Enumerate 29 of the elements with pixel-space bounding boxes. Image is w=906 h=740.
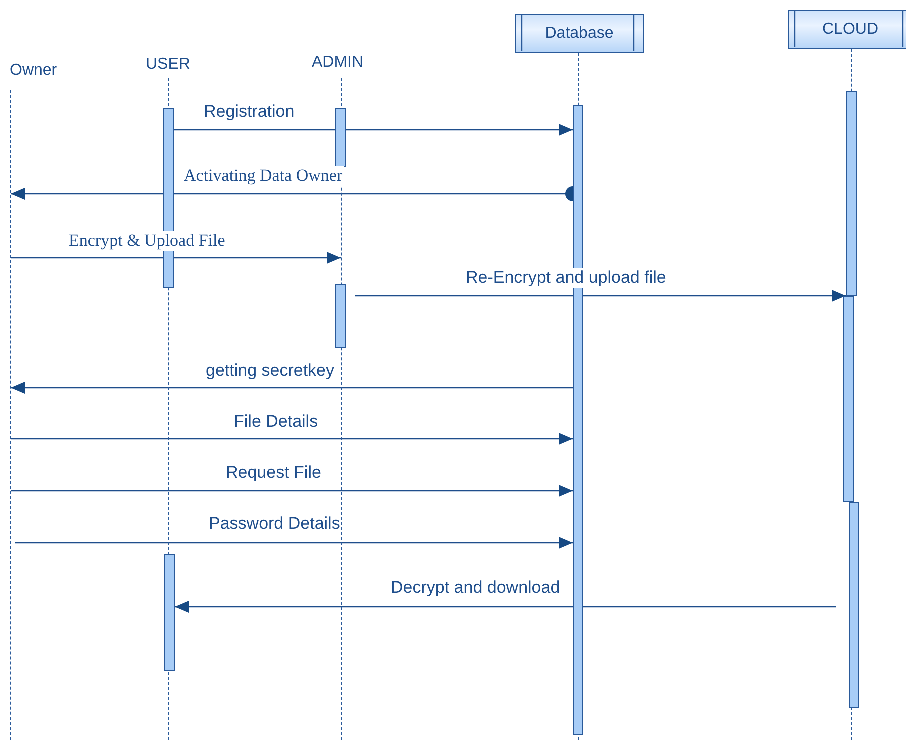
participant-label: USER — [146, 56, 190, 74]
participant-box — [788, 10, 906, 49]
message-arrow — [15, 537, 573, 549]
message-arrow — [11, 485, 573, 497]
participant-label: ADMIN — [312, 54, 364, 72]
message-arrow — [175, 601, 836, 613]
message-label: Registration — [203, 102, 296, 122]
activation-bar — [849, 502, 859, 708]
message-label: Decrypt and download — [390, 578, 562, 598]
message-label: Encrypt & Upload File — [68, 231, 226, 251]
message-arrow — [174, 124, 573, 136]
participant-box — [515, 14, 644, 53]
lifeline — [10, 90, 11, 740]
message-arrow — [11, 252, 341, 264]
participant-label: CLOUD — [821, 20, 880, 40]
message-label: getting secretkey — [205, 361, 336, 381]
activation-bar — [164, 554, 175, 671]
message-label: Re-Encrypt and upload file — [465, 268, 668, 288]
activation-bar — [335, 284, 346, 348]
message-label: Request File — [225, 463, 322, 483]
participant-label: Database — [544, 24, 615, 44]
message-label: Activating Data Owner — [183, 166, 344, 186]
message-arrow — [355, 290, 846, 302]
message-arrow — [11, 382, 573, 394]
activation-bar — [335, 108, 346, 167]
participant-label: Owner — [10, 62, 58, 80]
message-arrow — [11, 433, 573, 445]
activation-bar — [846, 91, 857, 296]
activation-bar — [843, 296, 854, 502]
